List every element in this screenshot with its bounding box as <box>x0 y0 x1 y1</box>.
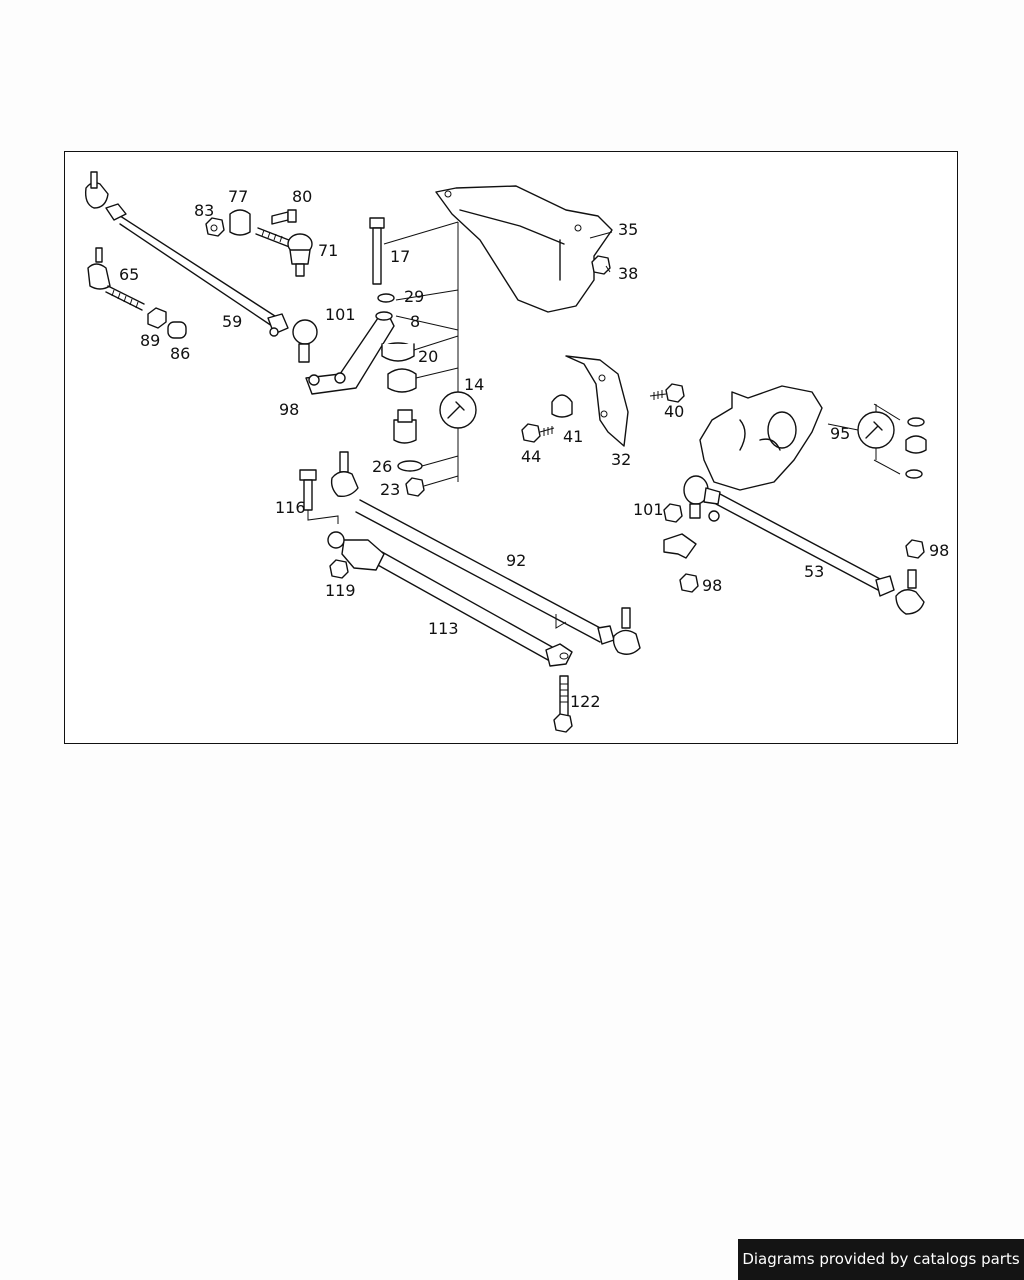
part-label-p80: 80 <box>292 187 312 206</box>
part-label-p77: 77 <box>228 187 248 206</box>
part-label-p38: 38 <box>618 264 638 283</box>
part-label-p20: 20 <box>418 347 438 366</box>
parts-diagram: 17 29 8 20 14 26 23 35 38 83 77 80 71 65 59 89 86 101 98 40… <box>64 151 958 744</box>
part-label-p23: 23 <box>380 480 400 499</box>
tie-rod-92-drawing <box>330 451 641 655</box>
part-label-p119: 119 <box>325 581 356 600</box>
part-label-p98b: 98 <box>929 541 949 560</box>
part-label-p32: 32 <box>611 450 631 469</box>
part-label-p92: 92 <box>506 551 526 570</box>
tie-rod-end-65-drawing <box>87 247 187 339</box>
part-label-p53: 53 <box>804 562 824 581</box>
part-labels: 17 29 8 20 14 26 23 35 38 83 77 80 71 65 59 89 86 101 98 40… <box>119 187 949 711</box>
part-label-p71: 71 <box>318 241 338 260</box>
part-label-p113: 113 <box>428 619 459 638</box>
part-label-p65: 65 <box>119 265 139 284</box>
part-label-p41: 41 <box>563 427 583 446</box>
footer-credit-banner: Diagrams provided by catalogs parts <box>738 1239 1024 1280</box>
part-label-p89: 89 <box>140 331 160 350</box>
part-label-p101b: 101 <box>633 500 664 519</box>
part-label-p26: 26 <box>372 457 392 476</box>
steering-box-drawing <box>699 385 927 491</box>
part-label-p122: 122 <box>570 692 601 711</box>
parts-83-77-80-71-drawing <box>205 209 313 277</box>
part-label-p29: 29 <box>404 287 424 306</box>
drag-link-53-drawing <box>663 475 925 615</box>
idler-assembly-drawing <box>305 217 477 497</box>
part-label-p40: 40 <box>664 402 684 421</box>
part-label-p86: 86 <box>170 344 190 363</box>
part-label-p35: 35 <box>618 220 638 239</box>
part-label-p17: 17 <box>390 247 410 266</box>
bracket-32-drawing <box>521 355 685 447</box>
diagram-drawing: 17 29 8 20 14 26 23 35 38 83 77 80 71 65 59 89 86 101 98 40… <box>84 171 949 733</box>
part-label-p14: 14 <box>464 375 484 394</box>
part-label-p98a: 98 <box>279 400 299 419</box>
part-label-p116: 116 <box>275 498 306 517</box>
part-label-p8: 8 <box>410 312 420 331</box>
part-label-p101a: 101 <box>325 305 356 324</box>
part-label-p44: 44 <box>521 447 541 466</box>
part-label-p95: 95 <box>830 424 850 443</box>
tie-rod-113-drawing <box>299 469 573 733</box>
part-label-p59: 59 <box>222 312 242 331</box>
part-label-p83: 83 <box>194 201 214 220</box>
leader-lines <box>589 231 859 431</box>
part-label-p98c: 98 <box>702 576 722 595</box>
drag-link-59-drawing <box>84 171 318 363</box>
shield-35-drawing <box>435 185 613 313</box>
